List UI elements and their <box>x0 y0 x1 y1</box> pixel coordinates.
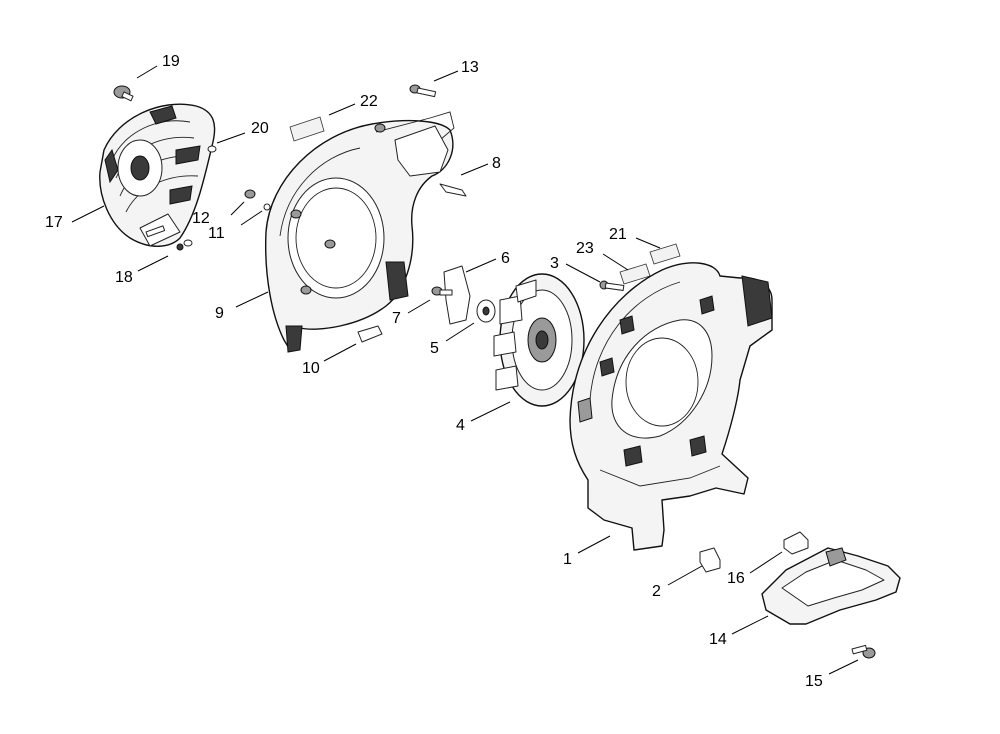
callout-11: 11 <box>208 225 225 242</box>
callout-numbers: 19 20 22 13 8 12 11 17 18 9 6 7 5 10 4 2… <box>45 53 823 690</box>
callout-13: 13 <box>461 59 479 76</box>
callout-5: 5 <box>430 340 439 357</box>
callout-18: 18 <box>115 269 133 286</box>
callout-4: 4 <box>456 417 465 434</box>
bolt-part-3 <box>599 280 625 291</box>
callout-21: 21 <box>609 226 627 243</box>
callout-8: 8 <box>492 155 501 172</box>
oring-part-20 <box>207 145 217 153</box>
plate-part-6 <box>443 265 471 325</box>
callout-23: 23 <box>576 240 594 257</box>
block-part-2 <box>699 547 721 573</box>
callout-2: 2 <box>652 583 661 600</box>
screw-part-15 <box>851 644 876 659</box>
callout-15: 15 <box>805 673 823 690</box>
screw-part-19 <box>113 85 134 102</box>
grommet-part-16 <box>783 531 809 555</box>
callout-9: 9 <box>215 305 224 322</box>
washer-hole <box>482 306 490 316</box>
main-housing-part <box>569 262 773 551</box>
leader-lines <box>71 65 859 675</box>
label-part-22 <box>289 116 325 142</box>
washer-part-11 <box>263 203 271 211</box>
clip-part-10 <box>357 325 383 343</box>
callout-10: 10 <box>302 360 320 377</box>
bolt-part-13 <box>409 84 437 98</box>
callout-7: 7 <box>392 310 401 327</box>
label-part-21 <box>649 243 681 265</box>
callout-20: 20 <box>251 120 269 137</box>
callout-3: 3 <box>550 255 559 272</box>
callout-17: 17 <box>45 214 63 231</box>
callout-6: 6 <box>501 250 510 267</box>
callout-22: 22 <box>360 93 378 110</box>
foot-part-14 <box>761 547 901 625</box>
starter-cover-part <box>99 103 216 247</box>
nut-part-12 <box>244 189 256 199</box>
fan-housing-cover-part <box>264 111 455 353</box>
fan-impeller-part <box>493 273 585 407</box>
callout-12: 12 <box>192 210 210 227</box>
callout-16: 16 <box>727 570 745 587</box>
clip-part-8 <box>439 183 467 197</box>
bolt-part-7 <box>431 286 453 296</box>
pin-part-18 <box>145 225 193 251</box>
callout-14: 14 <box>709 631 727 648</box>
callout-1: 1 <box>563 551 572 568</box>
callout-19: 19 <box>162 53 180 70</box>
